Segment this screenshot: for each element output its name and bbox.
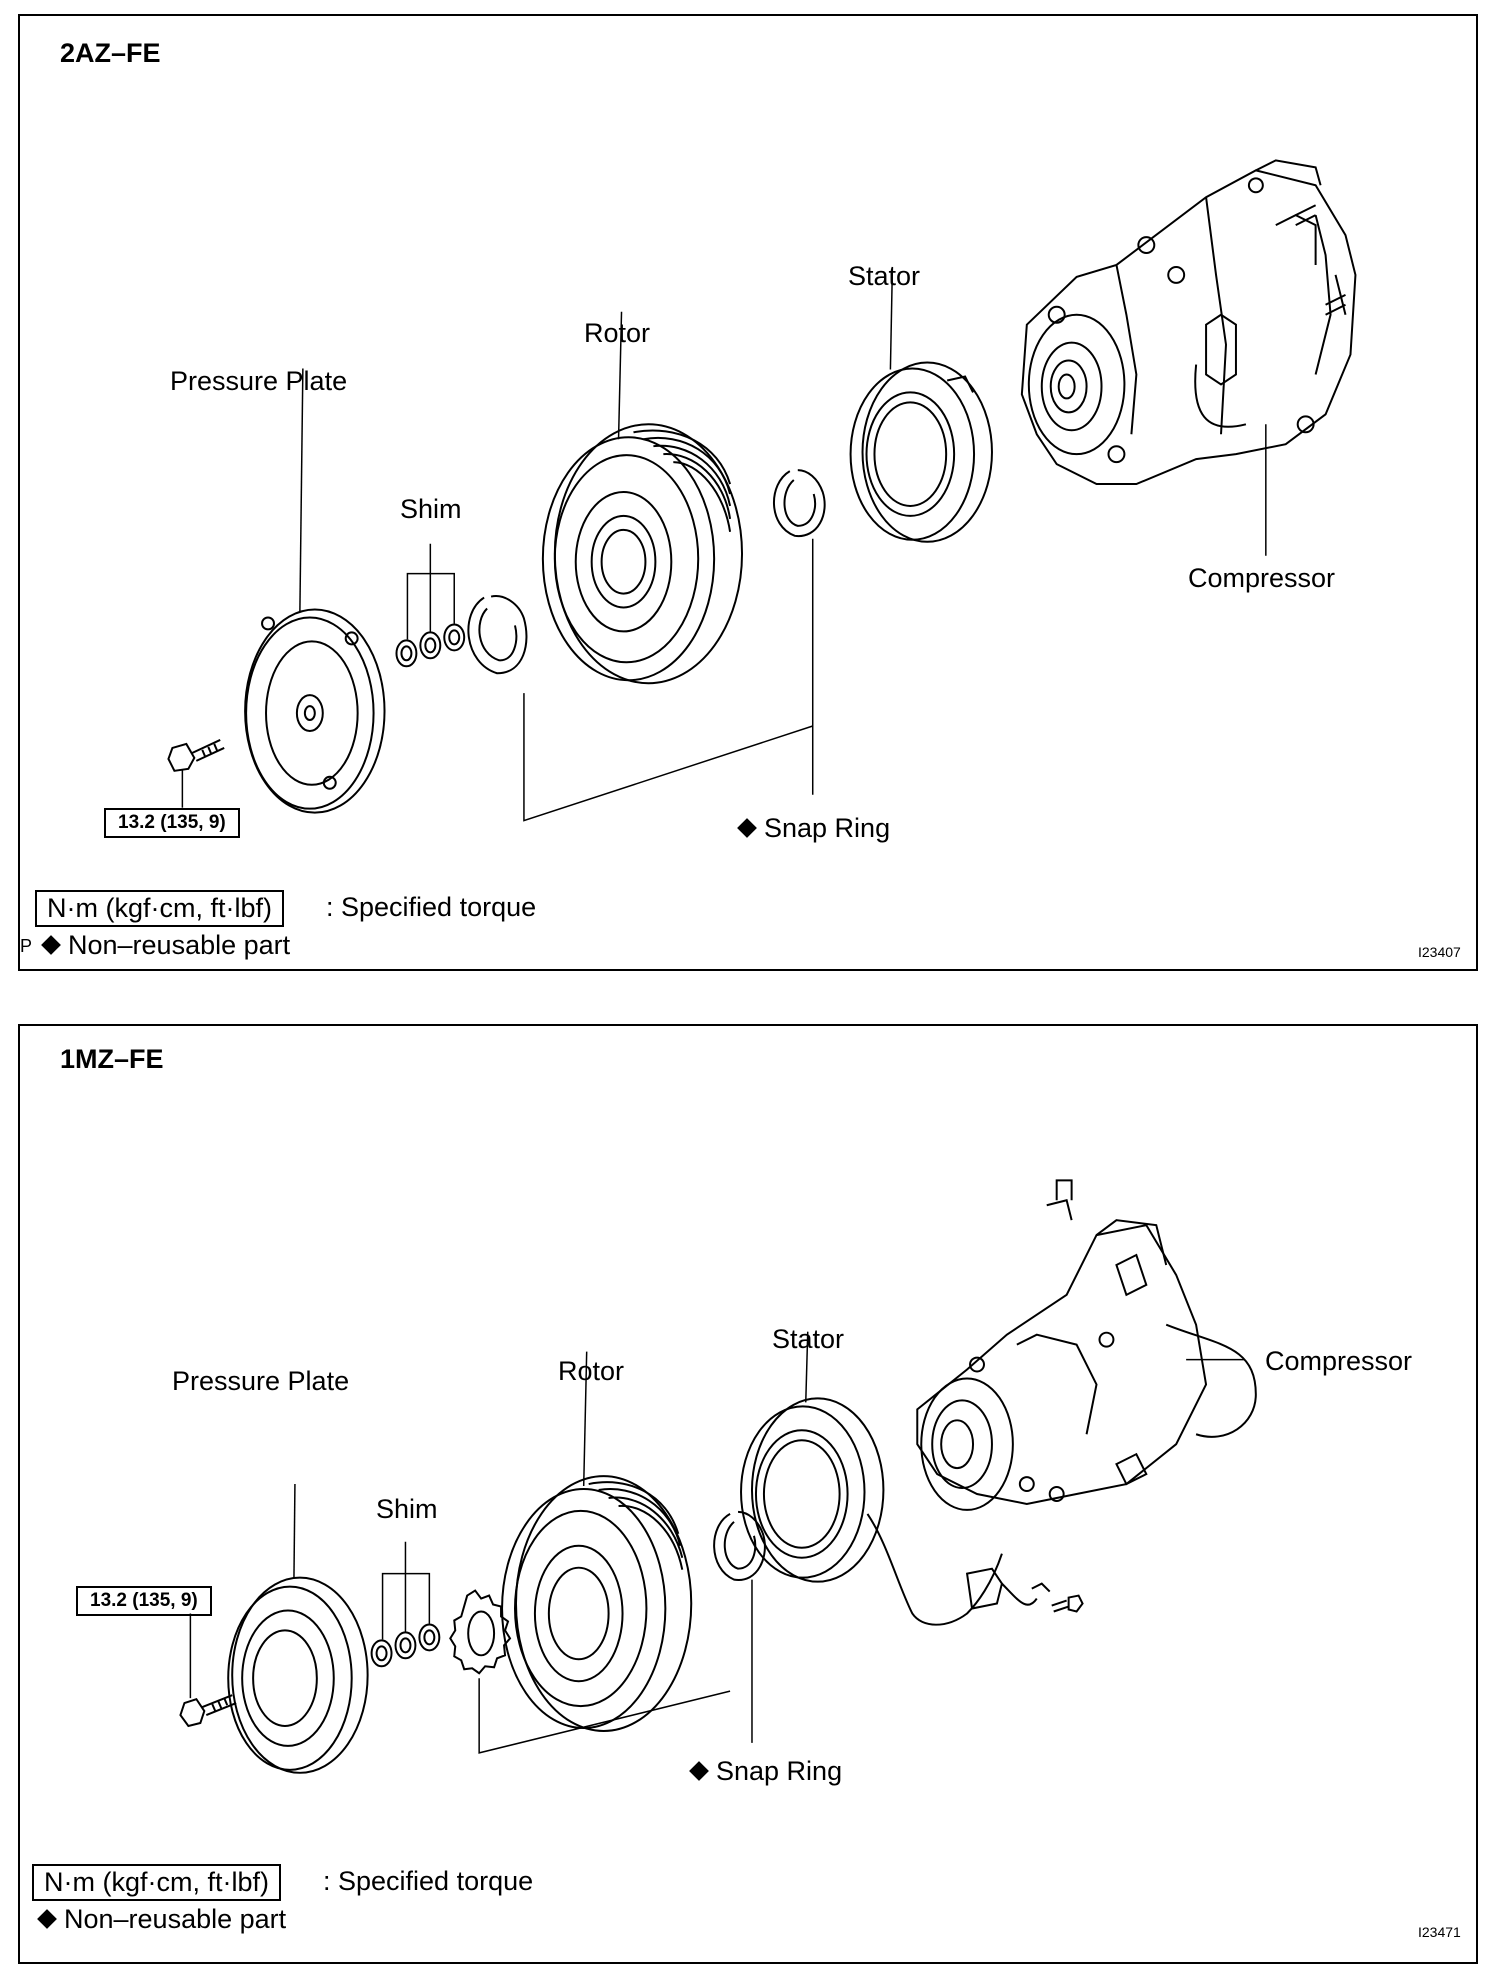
legend-torque-text: : Specified torque	[323, 1866, 534, 1896]
snap-ring-label: Snap Ring	[737, 813, 891, 844]
compressor-label: Compressor	[1265, 1346, 1413, 1376]
exploded-view-2az-fe	[167, 159, 1357, 822]
snap-ring-label: Snap Ring	[689, 1756, 843, 1787]
rotor-label: Rotor	[584, 318, 651, 348]
shims	[395, 543, 466, 668]
snap-ring-label-text: Snap Ring	[716, 1756, 843, 1786]
stator	[849, 266, 993, 543]
legend-torque-text: : Specified torque	[326, 892, 537, 922]
legend-nonreusable-text: Non–reusable part	[64, 1904, 287, 1934]
torque-value-box: 13.2 (135, 9)	[104, 808, 240, 838]
exploded-view-1mz-fe	[179, 1179, 1257, 1774]
snap-ring-outer	[773, 469, 826, 795]
snap-ring-leader	[478, 1678, 731, 1754]
snap-ring-inner	[449, 1589, 512, 1675]
rotor	[501, 1351, 693, 1732]
pressure-plate	[227, 1484, 369, 1774]
snap-ring-outer	[713, 1510, 766, 1743]
corner-mark: P	[20, 936, 33, 956]
engine-title: 2AZ–FE	[60, 38, 161, 68]
non-reusable-diamond-icon	[37, 1908, 57, 1929]
legend-nonreusable: Non–reusable part	[41, 930, 291, 961]
diagram-panel-2az-fe: 2AZ–FE Pressure Plate Rotor Stator Shim …	[18, 14, 1478, 971]
diagram-panel-1mz-fe: 1MZ–FE Pressure Plate Rotor Stator Shim …	[18, 1024, 1478, 1964]
rotor-label: Rotor	[558, 1356, 625, 1386]
engine-title: 1MZ–FE	[60, 1044, 164, 1074]
figure-id: I23471	[1418, 1924, 1461, 1940]
pressure-plate-label: Pressure Plate	[172, 1366, 350, 1396]
shims	[370, 1541, 441, 1668]
legend-torque-units: N·m (kgf·cm, ft·lbf)	[32, 1864, 281, 1901]
figure-id: I23407	[1418, 944, 1461, 960]
shim-label: Shim	[400, 494, 462, 524]
compressor-label: Compressor	[1188, 563, 1336, 593]
stator	[740, 1331, 1051, 1626]
bolt	[179, 1613, 237, 1728]
snap-ring-label-text: Snap Ring	[764, 813, 891, 843]
bolt	[167, 739, 225, 808]
torque-value-box: 13.2 (135, 9)	[76, 1586, 212, 1616]
pressure-plate-label: Pressure Plate	[170, 366, 348, 396]
snap-ring-leader	[523, 693, 813, 822]
rotor	[541, 311, 744, 685]
shim-label: Shim	[376, 1494, 438, 1524]
compressor	[1020, 159, 1357, 556]
pressure-plate	[244, 368, 386, 814]
stator-label: Stator	[772, 1324, 845, 1354]
compressor	[916, 1179, 1257, 1511]
stator-label: Stator	[848, 261, 921, 291]
legend-torque-units: N·m (kgf·cm, ft·lbf)	[35, 890, 284, 927]
legend-nonreusable-text: Non–reusable part	[68, 930, 291, 960]
legend-nonreusable: Non–reusable part	[37, 1904, 287, 1935]
small-bolt	[1051, 1594, 1084, 1613]
snap-ring-inner	[467, 595, 528, 675]
non-reusable-diamond-icon	[41, 934, 61, 955]
non-reusable-diamond-icon	[689, 1760, 709, 1781]
non-reusable-diamond-icon	[737, 817, 757, 838]
